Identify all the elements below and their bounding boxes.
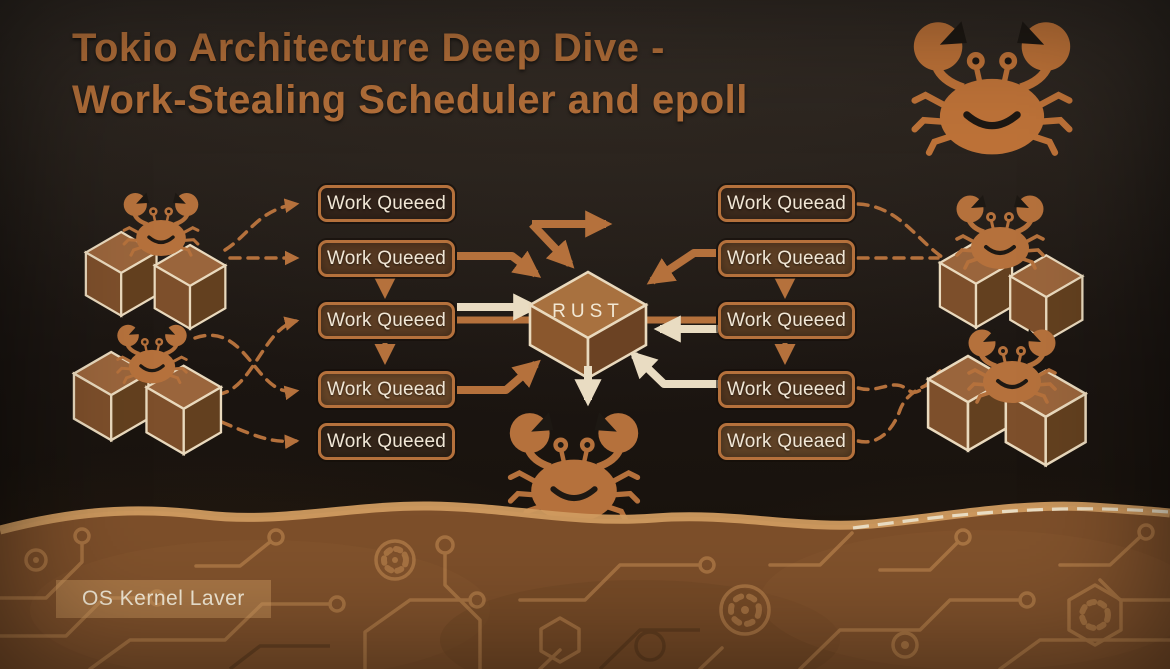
page-title-line1: Tokio Architecture Deep Dive - <box>72 26 665 70</box>
work-queue-left-5: Work Queeed <box>318 423 455 460</box>
scheduler-arrows <box>457 210 718 394</box>
worker-lower-left <box>74 322 221 454</box>
work-queue-right-4: Work Queeed <box>718 371 855 408</box>
work-queue-right-2: Work Queead <box>718 240 855 277</box>
worker-upper-left <box>86 193 226 329</box>
work-queue-right-3: Work Queeed <box>718 302 855 339</box>
ferris-crab-icon <box>510 412 638 521</box>
page-title-line2: Work-Stealing Scheduler and epoll <box>72 78 748 122</box>
worker-lower-right <box>928 329 1086 465</box>
work-queue-right-5: Work Queaed <box>718 423 855 460</box>
rust-cube-icon: RUST <box>527 270 649 381</box>
ferris-crab-icon <box>914 21 1070 154</box>
work-queue-left-1: Work Queeed <box>318 185 455 222</box>
os-kernel-layer-label: OS Kernel Laver <box>56 580 271 618</box>
page-title: Tokio Architecture Deep Dive - Work-Stea… <box>72 22 748 126</box>
work-queue-left-2: Work Queeed <box>318 240 455 277</box>
worker-upper-right <box>940 195 1083 341</box>
work-queue-left-3: Work Queeed <box>318 302 455 339</box>
queue-down-arrows <box>374 277 796 365</box>
work-queue-left-4: Work Queead <box>318 371 455 408</box>
circuit-board-pattern <box>0 501 1170 669</box>
hub-label: RUST <box>552 301 624 322</box>
epoll-boundary-dashed-line <box>852 507 1170 530</box>
work-queue-right-1: Work Queead <box>718 185 855 222</box>
